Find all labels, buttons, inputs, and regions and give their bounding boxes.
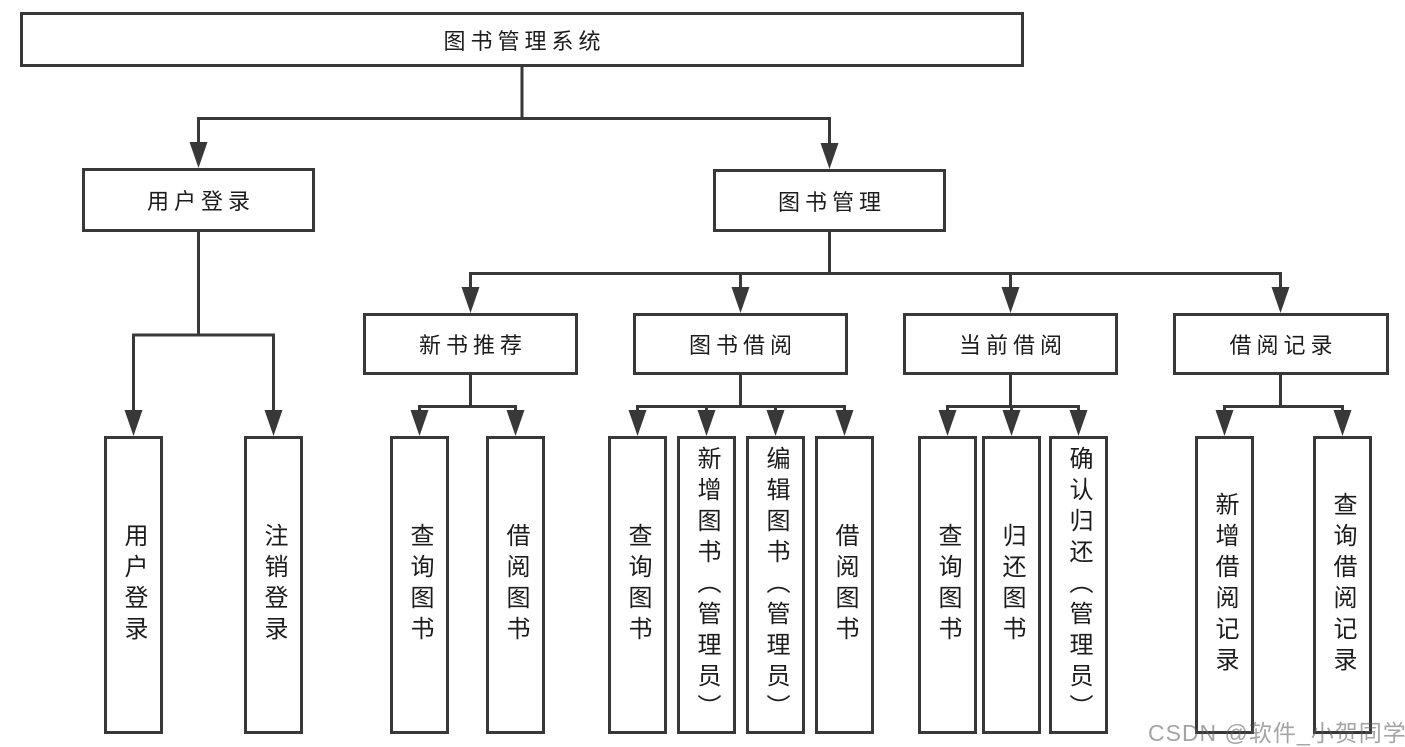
leaf-label: 查询图书 [934,523,961,647]
leaf-query-books-recommend: 查询图书 [390,436,449,734]
leaf-label: 编辑图书（管理员） [762,445,789,725]
node-label: 当前借阅 [958,333,1067,358]
leaf-label: 查询图书 [406,523,433,647]
leaf-label: 查询借阅记录 [1329,492,1356,678]
node-label: 图书管理系统 [443,28,606,54]
leaf-label: 确认归还（管理员） [1065,445,1092,725]
leaf-user-login: 用户登录 [104,436,163,734]
leaf-return-book: 归还图书 [982,436,1041,734]
node-label: 图书管理 [777,189,886,215]
leaf-label: 借阅图书 [831,523,858,647]
node-label: 借阅记录 [1229,333,1338,358]
leaf-borrow-books-recommend: 借阅图书 [486,436,545,734]
leaf-borrow-books: 借阅图书 [815,436,874,734]
node-current-borrow: 当前借阅 [903,313,1118,375]
leaf-add-book-admin: 新增图书（管理员） [677,436,736,734]
leaf-label: 归还图书 [998,523,1025,647]
arrowheads [124,142,1352,436]
leaf-logout: 注销登录 [244,436,303,734]
leaf-label: 用户登录 [120,523,147,647]
csdn-watermark: CSDN @软件_小贺同学 [1148,720,1405,746]
leaf-label: 借阅图书 [502,523,529,647]
node-new-book-recommend: 新书推荐 [363,313,578,375]
leaf-query-borrow-record: 查询借阅记录 [1313,436,1372,734]
node-borrow-records: 借阅记录 [1173,313,1389,375]
leaf-add-borrow-record: 新增借阅记录 [1195,436,1254,734]
node-library-management-system: 图书管理系统 [20,12,1024,67]
leaf-label: 查询图书 [624,523,651,647]
leaf-query-books-borrow: 查询图书 [608,436,667,734]
leaf-label: 新增图书（管理员） [693,445,720,725]
leaf-label: 注销登录 [260,523,287,647]
node-label: 用户登录 [146,189,255,214]
connector-lines [132,67,1344,415]
leaf-label: 新增借阅记录 [1211,492,1238,678]
node-label: 新书推荐 [418,333,527,358]
node-label: 图书借阅 [688,333,797,358]
leaf-confirm-return-admin: 确认归还（管理员） [1049,436,1108,734]
node-book-borrow: 图书借阅 [633,313,848,375]
leaf-query-books-current: 查询图书 [918,436,977,734]
node-book-management: 图书管理 [713,169,946,232]
node-user-login: 用户登录 [82,168,315,232]
leaf-edit-book-admin: 编辑图书（管理员） [746,436,805,734]
